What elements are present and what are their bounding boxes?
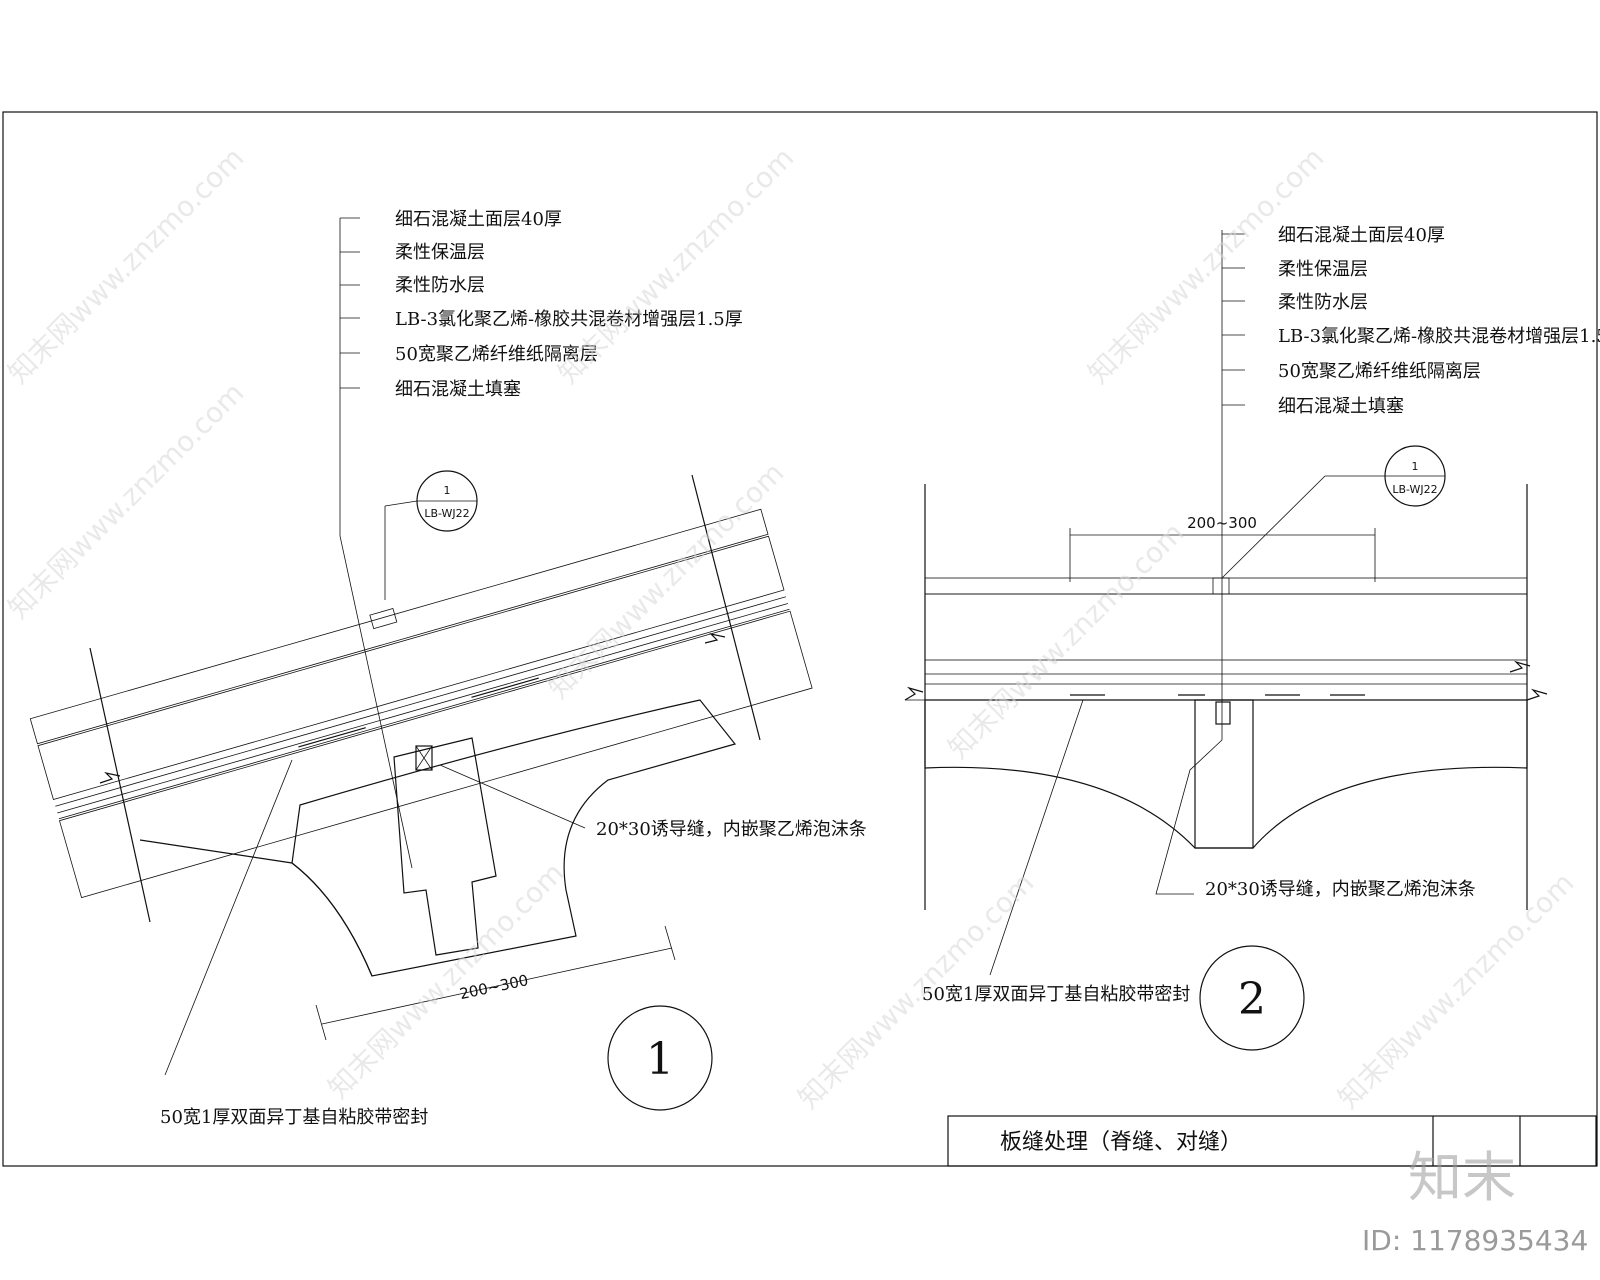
d1-ref-top: 1 xyxy=(444,484,451,497)
d2-seal-block xyxy=(1212,577,1230,595)
d1-foam-strip xyxy=(415,745,433,771)
d1-number: 1 xyxy=(646,1034,674,1085)
d2-foam-strip xyxy=(1215,701,1231,725)
d1-tape-note: 50宽1厚双面异丁基自粘胶带密封 xyxy=(160,1107,428,1128)
d1-layer-label-4: 50宽聚乙烯纤维纸隔离层 xyxy=(395,344,598,365)
watermark-text: 知末网www.znzmo.com xyxy=(542,456,791,705)
d1-slab-layer xyxy=(58,610,813,899)
d2-joint-grout xyxy=(1194,699,1254,849)
d2-layer-label-0: 细石混凝土面层40厚 xyxy=(1278,225,1445,246)
watermark-id: ID: 1178935434 xyxy=(1362,1224,1588,1257)
d1-joint-grout xyxy=(393,737,497,956)
watermark-text: 知末网www.znzmo.com xyxy=(1332,866,1581,1115)
watermark-text: 知末网www.znzmo.com xyxy=(942,516,1191,765)
watermark-text: 知末网www.znzmo.com xyxy=(322,856,571,1105)
d1-number-circle xyxy=(607,1005,713,1111)
d1-insulation-layer xyxy=(37,535,785,801)
d1-seal-block xyxy=(369,608,398,630)
d2-groove-note: 20*30诱导缝，内嵌聚乙烯泡沫条 xyxy=(1205,879,1476,900)
d2-layer-label-3: LB-3氯化聚乙烯-橡胶共混卷材增强层1.5厚 xyxy=(1278,326,1600,347)
watermark-text: 知末网www.znzmo.com xyxy=(2,376,251,625)
sheet-border xyxy=(2,111,1598,1167)
d2-layer-label-5: 细石混凝土填塞 xyxy=(1278,396,1404,417)
d1-layer-label-0: 细石混凝土面层40厚 xyxy=(395,209,562,230)
d2-slab-concrete xyxy=(924,699,1528,849)
d1-screed-layer xyxy=(29,508,769,745)
watermark-text: 知末网www.znzmo.com xyxy=(2,141,251,390)
d1-leader-main xyxy=(339,218,413,869)
d1-layer-label-2: 柔性防水层 xyxy=(395,275,485,296)
d2-layer-label-4: 50宽聚乙烯纤维纸隔离层 xyxy=(1278,361,1481,382)
d2-ref-bottom: LB-WJ22 xyxy=(1392,483,1437,496)
detail-1-labels: 细石混凝土面层40厚 柔性保温层 柔性防水层 LB-3氯化聚乙烯-橡胶共混卷材增… xyxy=(160,209,867,1128)
d2-layer-label-1: 柔性保温层 xyxy=(1278,259,1368,280)
d1-layer-label-3: LB-3氯化聚乙烯-橡胶共混卷材增强层1.5厚 xyxy=(395,309,743,330)
d2-number: 2 xyxy=(1238,974,1266,1025)
d2-tape-note: 50宽1厚双面异丁基自粘胶带密封 xyxy=(922,984,1190,1005)
detail-2 xyxy=(904,230,1548,1051)
d2-screed-layer xyxy=(924,577,1528,595)
watermark-logo: 知末 xyxy=(1408,1146,1516,1209)
d1-groove-note: 20*30诱导缝，内嵌聚乙烯泡沫条 xyxy=(596,819,867,840)
d2-layer-label-2: 柔性防水层 xyxy=(1278,292,1368,313)
d1-ref-bottom: LB-WJ22 xyxy=(424,507,469,520)
d1-dimension-line xyxy=(321,947,673,1025)
title-block: 板缝处理（脊缝、对缝） xyxy=(947,1115,1597,1167)
d2-dimension-text: 200~300 xyxy=(1187,514,1257,532)
detail-2-labels: 细石混凝土面层40厚 柔性保温层 柔性防水层 LB-3氯化聚乙烯-橡胶共混卷材增… xyxy=(922,225,1600,1025)
d2-number-circle xyxy=(1199,945,1305,1051)
title-block-title: 板缝处理（脊缝、对缝） xyxy=(1000,1130,1242,1155)
d1-layer-label-1: 柔性保温层 xyxy=(395,242,485,263)
detail-1 xyxy=(29,217,813,1111)
watermark-text: 知末网www.znzmo.com xyxy=(552,141,801,390)
d2-ref-top: 1 xyxy=(1412,460,1419,473)
d2-insulation-layer xyxy=(924,593,1528,661)
d1-layer-label-5: 细石混凝土填塞 xyxy=(395,379,521,400)
